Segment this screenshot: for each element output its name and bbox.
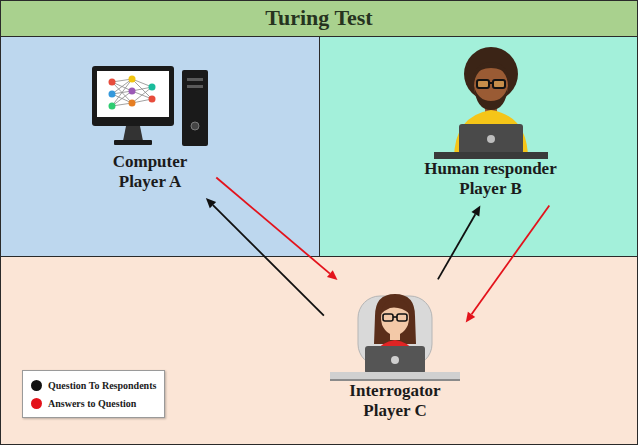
message-arrow bbox=[466, 205, 550, 322]
legend-row: Answers to Question bbox=[31, 394, 156, 412]
human-figure bbox=[426, 44, 556, 159]
legend-text: Answers to Question bbox=[48, 398, 136, 409]
message-arrow bbox=[206, 198, 324, 316]
player-node: Interrogator Player C bbox=[326, 282, 464, 425]
player-label: Computer Player A bbox=[95, 152, 205, 192]
player-node: Human responder Player B bbox=[404, 40, 577, 203]
legend-dot bbox=[31, 398, 42, 409]
message-arrow bbox=[216, 178, 337, 281]
player-label: Human responder Player B bbox=[408, 159, 573, 199]
legend-row: Question To Respondents bbox=[31, 376, 156, 394]
computer-figure bbox=[90, 64, 210, 152]
arrow-head bbox=[471, 206, 480, 217]
arrow-line bbox=[216, 178, 330, 274]
legend-text: Question To Respondents bbox=[48, 380, 156, 391]
player-node: Computer Player A bbox=[86, 60, 214, 196]
diagram-title: Turing Test bbox=[0, 0, 638, 36]
arrow-head bbox=[327, 270, 338, 280]
message-arrow bbox=[438, 206, 480, 280]
legend-dot bbox=[31, 380, 42, 391]
player-label: Interrogator Player C bbox=[333, 381, 458, 421]
arrow-line bbox=[438, 214, 475, 279]
legend-box: Question To RespondentsAnswers to Questi… bbox=[22, 370, 165, 418]
interrogator-figure bbox=[330, 286, 460, 381]
arrow-line bbox=[472, 205, 550, 314]
arrow-head bbox=[206, 198, 216, 208]
arrow-head bbox=[466, 312, 475, 323]
